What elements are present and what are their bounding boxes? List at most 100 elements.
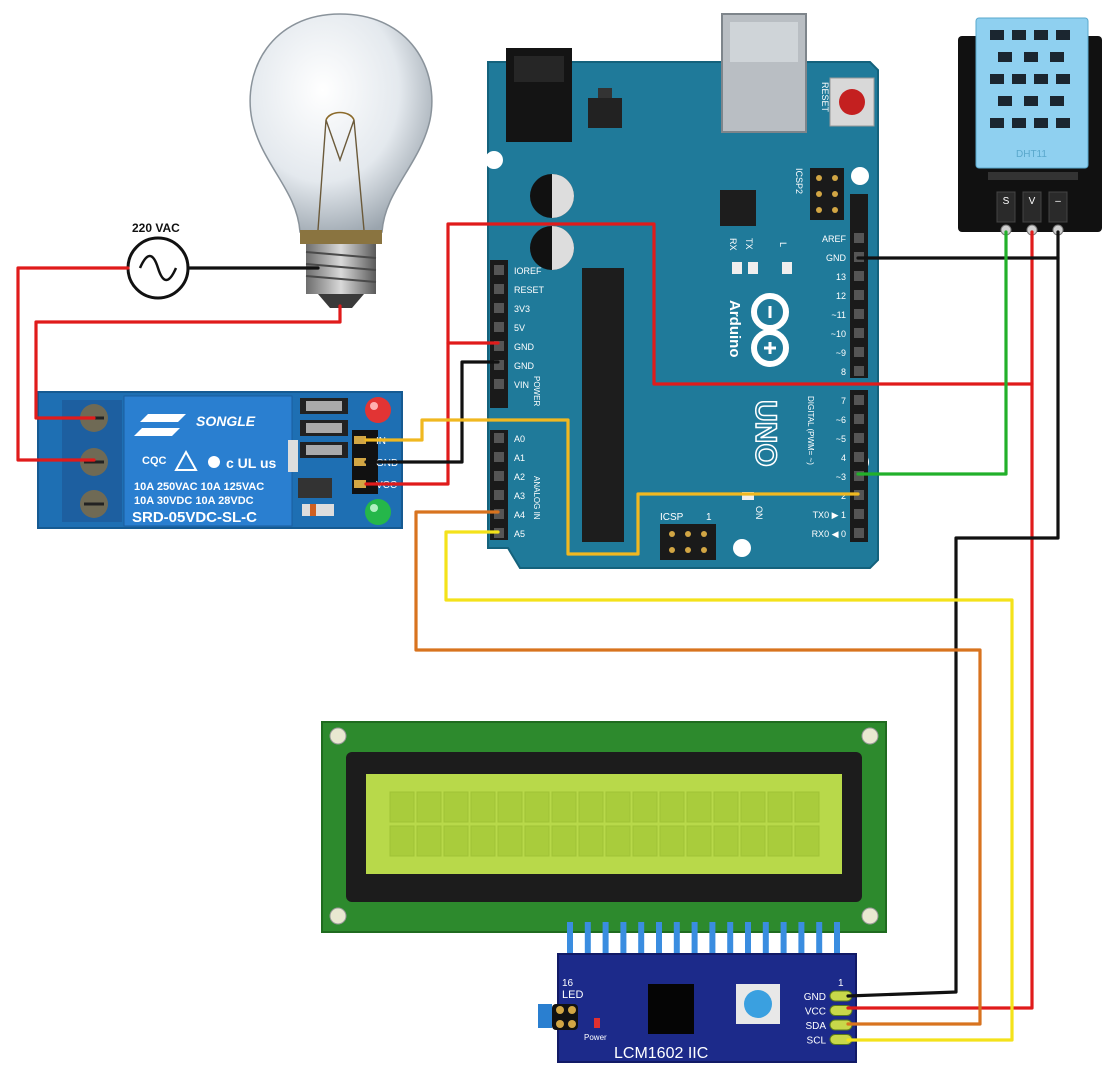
lcd-char-cell [497, 825, 523, 857]
relay-rating-1: 10A 250VAC 10A 125VAC [134, 481, 264, 493]
lcd-header-pin [745, 922, 751, 962]
lcd-char-cell [389, 791, 415, 823]
lcd-header-pin [602, 922, 609, 962]
power-pin [494, 322, 504, 332]
digital-pin-label: ~6 [836, 415, 846, 425]
power-led-label: Power [584, 1033, 607, 1042]
analog-pin [494, 433, 504, 443]
analog-pin-label: A5 [514, 529, 525, 539]
rx-label: RX [728, 238, 738, 251]
wire-5v-dht [446, 222, 1034, 386]
digital-pin [854, 347, 864, 357]
lcd-char-cell [686, 825, 712, 857]
dht11-housing [975, 17, 1089, 169]
lcd-char-cell [686, 791, 712, 823]
digital-pin-label: ~5 [836, 434, 846, 444]
led-jumper-label: LED [562, 989, 583, 1001]
relay-brand: SONGLE [196, 413, 256, 429]
lcd-char-cell [551, 825, 577, 857]
power-label: POWER [532, 376, 541, 406]
digital-pin-label: 13 [836, 272, 846, 282]
dht-pin-label: – [1055, 196, 1061, 207]
power-pin-label: RESET [514, 285, 545, 295]
arduino-brand: Arduino [726, 300, 743, 358]
ac-voltage-label: 220 VAC [132, 221, 180, 235]
lcd-char-cell [416, 791, 442, 823]
dht-pin-socket [1048, 191, 1068, 223]
power-header [490, 260, 508, 408]
lcd-header-pin [584, 922, 591, 962]
wire-gnd-dht [856, 230, 1060, 260]
on-label: ON [754, 506, 764, 520]
digital-pin-label: 12 [836, 291, 846, 301]
relay-red-led [365, 397, 391, 423]
i2c-chip [648, 984, 694, 1034]
lcd-header-pin [620, 922, 627, 962]
power-pin-label: GND [514, 361, 535, 371]
analog-header [490, 430, 508, 540]
atmega-chip [582, 268, 624, 542]
lcd-header-pin [691, 922, 698, 962]
lcd-char-cell [443, 825, 469, 857]
lcd-char-cell [416, 825, 442, 857]
analog-in-label: ANALOG IN [532, 476, 541, 520]
digital-pin-label: 8 [841, 367, 846, 377]
dht-pin-label: S [1003, 196, 1010, 207]
dht-pin-socket [996, 191, 1016, 223]
wire-vcc-lcd [846, 382, 1034, 1010]
analog-pin-label: A3 [514, 491, 525, 501]
lcd-char-cell [551, 791, 577, 823]
l-led-label: L [778, 242, 788, 247]
wires [16, 222, 1060, 1042]
lcd-char-cell [470, 791, 496, 823]
lcd-header-pin [834, 922, 840, 962]
relay-pin [354, 436, 366, 444]
led-jumper[interactable] [538, 1004, 578, 1030]
analog-pin [494, 509, 504, 519]
digital-pin-label: ~10 [831, 329, 846, 339]
digital-pin-label: 2 [841, 491, 846, 501]
relay-pin [354, 480, 366, 488]
icsp-pin1-label: 1 [706, 512, 712, 523]
i2c-module-label: LCM1602 IIC [614, 1045, 708, 1062]
wire-scl [444, 530, 1014, 1042]
lcd-header-pin [798, 922, 805, 962]
wire-5v-relay [364, 341, 500, 486]
relay-green-led [365, 499, 391, 525]
analog-pin-label: A0 [514, 434, 525, 444]
wire-dht-data [856, 230, 1008, 476]
wire-gnd-lcd [846, 256, 1060, 998]
relay-model: SRD-05VDC-SL-C [132, 509, 257, 526]
icsp2-label: ICSP2 [794, 168, 804, 194]
analog-pin [494, 471, 504, 481]
lcd-pin1-label: 1 [838, 978, 844, 989]
tx-label: TX [744, 238, 754, 250]
lcd-header-pin [762, 922, 769, 962]
uno-label: UNO [749, 400, 782, 467]
relay-pin [354, 458, 366, 466]
digital-pin [854, 328, 864, 338]
digital-pin-label: RX0 ◀ 0 [812, 529, 846, 539]
power-pin-label: 3V3 [514, 304, 530, 314]
relay-rating-2: 10A 30VDC 10A 28VDC [134, 495, 254, 507]
digital-pin [854, 309, 864, 319]
lcd-header-pin [727, 922, 734, 962]
digital-pin [854, 433, 864, 443]
lcd-char-cell [740, 825, 766, 857]
lcd-char-cell [659, 825, 685, 857]
lcd-char-cell [524, 825, 550, 857]
icsp2-header [810, 168, 844, 220]
dht-pin-label: V [1029, 196, 1036, 207]
lcd-1602 [321, 721, 887, 972]
lcd-char-cell [443, 791, 469, 823]
lcd-character-grid [389, 791, 820, 857]
wire-ac-red [16, 266, 130, 462]
dht-pin-socket [1022, 191, 1042, 223]
digital-pin-label: 4 [841, 453, 846, 463]
lcd-char-cell [767, 791, 793, 823]
relay-cqc-logo: CQC [142, 455, 167, 467]
lcd-char-cell [632, 791, 658, 823]
wire-gnd-relay [364, 360, 500, 464]
